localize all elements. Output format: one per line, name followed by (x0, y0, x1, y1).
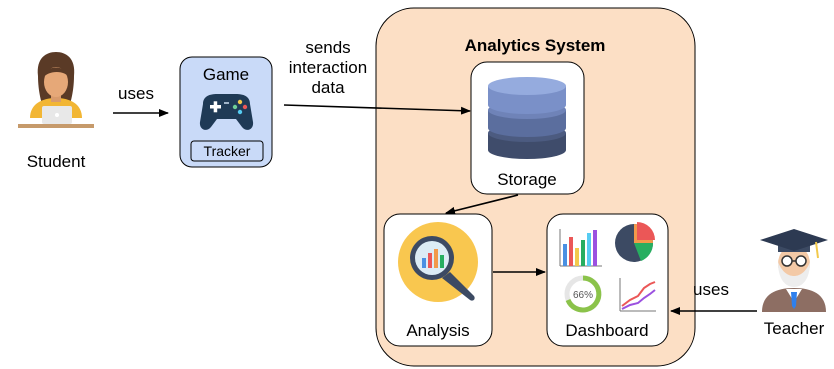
game-title: Game (203, 65, 249, 84)
dashboard-gauge-icon: 66% (564, 275, 602, 313)
student-label: Student (27, 152, 86, 171)
edge-label-student-uses: uses (118, 84, 154, 103)
arrow-storage-to-analysis (445, 194, 519, 215)
teacher-graduation-cap-icon (760, 229, 828, 312)
gauge-percent: 66% (573, 290, 593, 301)
arrow-game-to-storage (283, 104, 471, 115)
dashboard-bar-chart-icon (559, 229, 602, 267)
gamepad-icon (199, 94, 254, 130)
student-laptop-icon (18, 52, 94, 128)
teacher-label: Teacher (764, 319, 825, 338)
edge-label-sends-2: interaction (289, 58, 367, 77)
magnifier-chart-icon (398, 222, 478, 302)
edge-label-sends-1: sends (305, 38, 350, 57)
storage-label: Storage (497, 170, 557, 189)
analytics-system-title: Analytics System (465, 36, 606, 55)
dashboard-label: Dashboard (565, 321, 648, 340)
tracker-box[interactable] (190, 140, 264, 162)
dashboard-pie-chart-icon (615, 222, 655, 262)
tracker-label: Tracker (204, 143, 251, 159)
database-icon (488, 77, 566, 159)
analysis-label: Analysis (406, 321, 469, 340)
edge-label-sends-3: data (311, 78, 345, 97)
edge-label-teacher-uses: uses (693, 280, 729, 299)
dashboard-line-chart-icon (619, 278, 656, 312)
